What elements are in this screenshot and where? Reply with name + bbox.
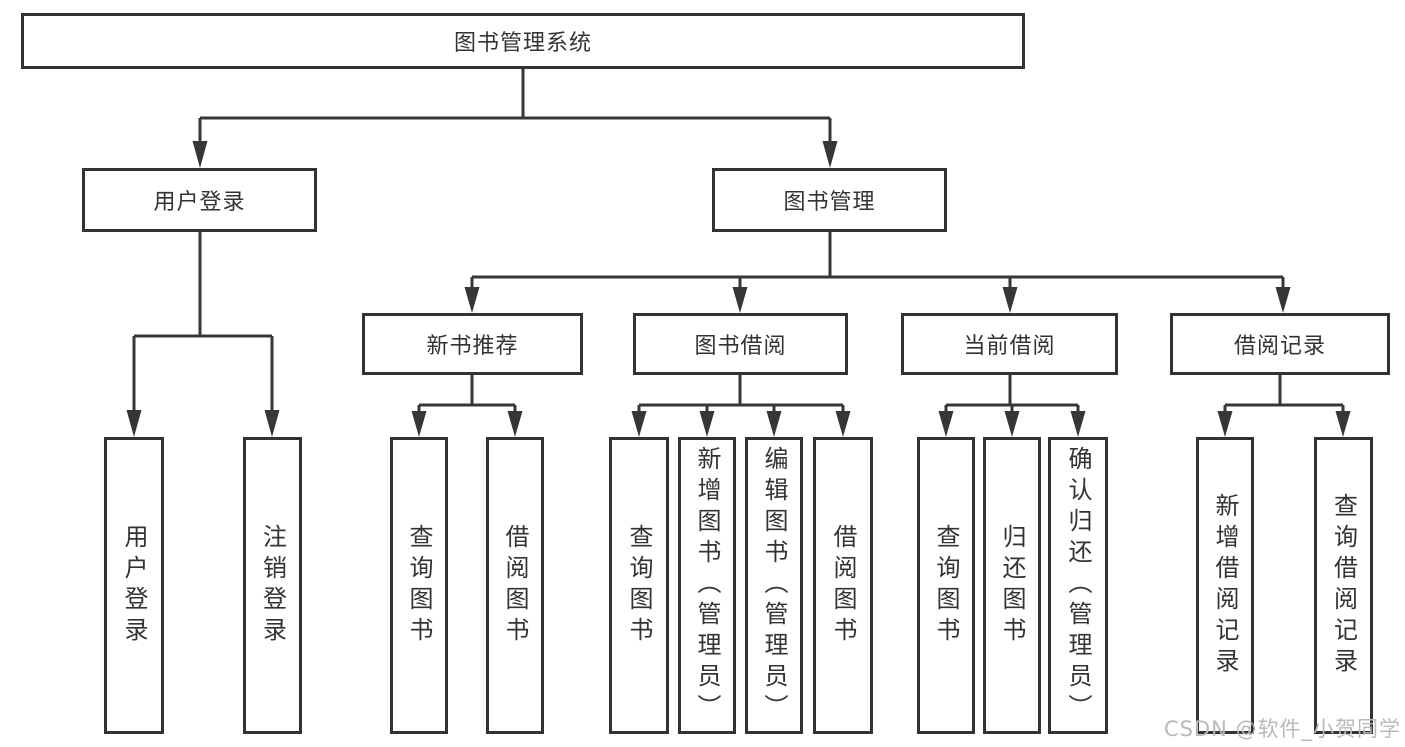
leaf-add-book-admin: 新增图书（管理员）	[678, 437, 736, 734]
node-label: 用户登录	[153, 190, 246, 215]
node-label: 归还图书	[998, 523, 1026, 648]
arrowhead	[1335, 411, 1351, 437]
node-label: 用户登录	[120, 523, 148, 648]
connector-current-borrow-split	[944, 375, 1080, 413]
leaf-query-borrow-record: 查询借阅记录	[1314, 437, 1373, 734]
arrowhead	[192, 141, 208, 168]
node-label: 确认归还（管理员）	[1064, 446, 1092, 725]
leaf-query-books-borrowing: 查询图书	[609, 437, 669, 734]
node-label: 注销登录	[258, 523, 287, 648]
leaf-return-book: 归还图书	[983, 437, 1041, 734]
leaf-logout: 注销登录	[243, 437, 302, 734]
node-label: 查询图书	[405, 523, 433, 648]
connector-borrow-record-split	[1223, 375, 1345, 413]
node-label: 编辑图书（管理员）	[760, 446, 788, 725]
leaf-borrow-books: 借阅图书	[813, 437, 873, 734]
node-label: 借阅图书	[501, 523, 529, 648]
node-new-book-recommendation: 新书推荐	[362, 313, 583, 375]
connector-new-book-split	[417, 375, 517, 413]
connector-book-management-split	[470, 232, 1285, 289]
arrowhead	[264, 410, 280, 437]
arrowhead	[699, 411, 715, 437]
node-label: 图书管理	[783, 190, 876, 215]
arrowhead	[938, 411, 954, 437]
arrowhead	[1217, 411, 1233, 437]
node-label: 查询图书	[932, 523, 960, 648]
arrowhead	[464, 287, 480, 313]
arrowhead	[411, 411, 427, 437]
arrowhead	[822, 141, 838, 168]
arrowhead	[507, 411, 523, 437]
node-current-borrowing: 当前借阅	[901, 313, 1118, 375]
arrowhead	[1070, 411, 1086, 437]
node-book-borrowing: 图书借阅	[633, 313, 848, 375]
leaf-query-books-current: 查询图书	[917, 437, 975, 734]
node-label: 借阅记录	[1233, 334, 1326, 359]
arrowhead	[631, 411, 647, 437]
leaf-edit-book-admin: 编辑图书（管理员）	[745, 437, 803, 734]
connector-root-split	[198, 69, 832, 143]
leaf-query-books-recommend: 查询图书	[390, 437, 448, 734]
leaf-add-borrow-record: 新增借阅记录	[1196, 437, 1254, 734]
leaf-confirm-return-admin: 确认归还（管理员）	[1048, 437, 1108, 734]
node-user-login: 用户登录	[82, 168, 317, 232]
arrowhead	[1002, 287, 1018, 313]
node-label: 图书借阅	[694, 334, 787, 359]
node-label: 图书管理系统	[453, 31, 592, 56]
node-label: 新增借阅记录	[1211, 492, 1239, 679]
node-label: 新增图书（管理员）	[693, 446, 721, 725]
node-label: 查询借阅记录	[1329, 492, 1358, 679]
node-label: 借阅图书	[829, 523, 857, 648]
leaf-borrow-books-recommend: 借阅图书	[486, 437, 544, 734]
arrowhead	[1275, 287, 1291, 313]
arrowhead	[126, 410, 142, 437]
node-book-management: 图书管理	[712, 168, 947, 232]
node-label: 当前借阅	[963, 334, 1056, 359]
arrowhead	[766, 411, 782, 437]
node-label: 新书推荐	[426, 334, 519, 359]
csdn-watermark: CSDN @软件_小贺同学	[1163, 717, 1401, 741]
node-borrowing-records: 借阅记录	[1170, 313, 1390, 375]
arrowhead	[835, 411, 851, 437]
connector-user-login-split	[132, 232, 274, 412]
node-label: 查询图书	[625, 523, 653, 648]
node-library-management-system: 图书管理系统	[21, 13, 1025, 69]
arrowhead	[732, 287, 748, 313]
leaf-user-login: 用户登录	[104, 437, 164, 734]
arrowhead	[1004, 411, 1020, 437]
connector-book-borrow-split	[637, 375, 845, 413]
